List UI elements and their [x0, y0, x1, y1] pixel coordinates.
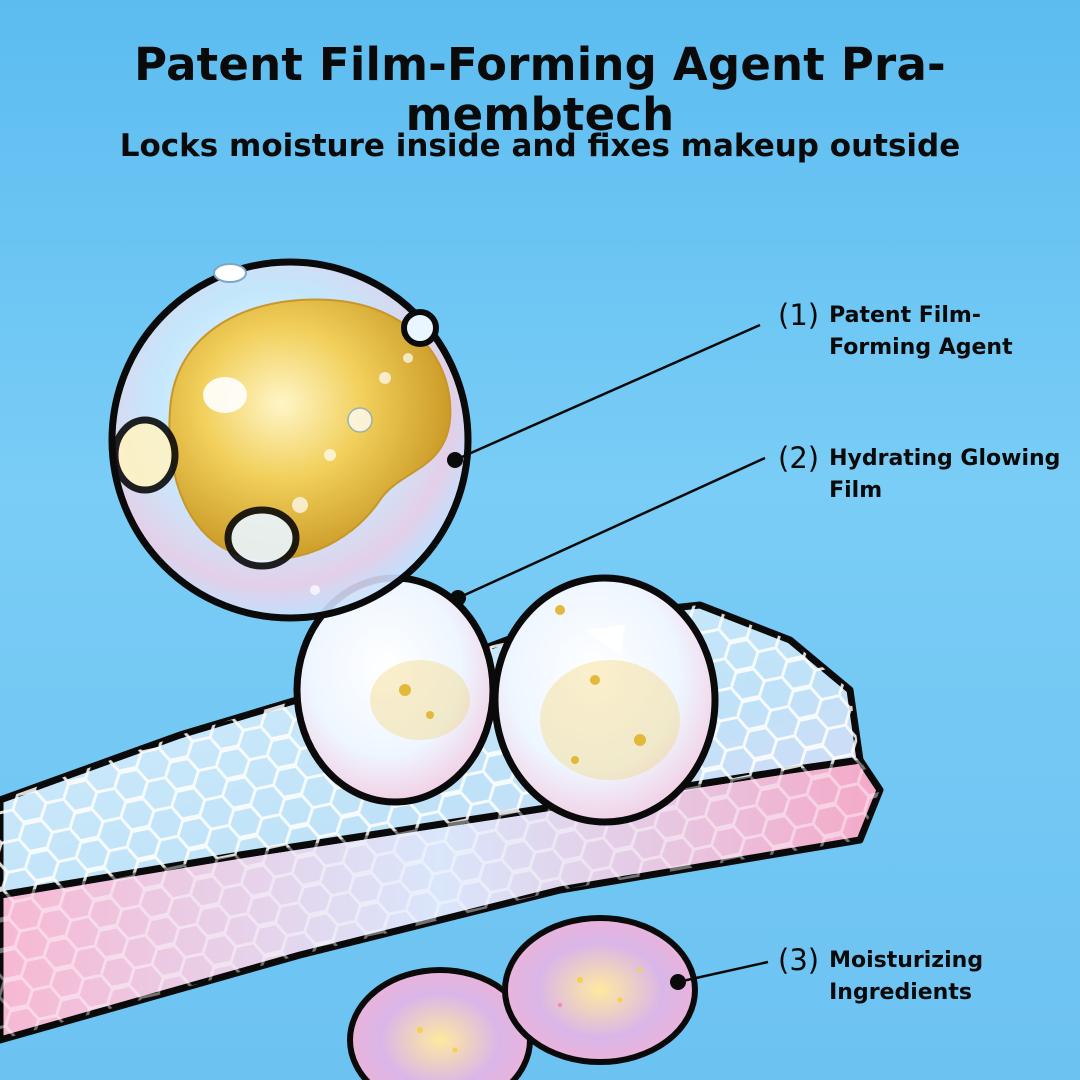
callout-label: Moisturizing Ingredients [829, 945, 1069, 1009]
callout-3-anchor-dot [670, 974, 686, 990]
callout-hydrating-film: (2) Hydrating Glowing Film [778, 443, 1069, 507]
callout-2-anchor-dot [450, 590, 466, 606]
film-forming-agent-bubble [112, 262, 468, 618]
callout-1-anchor-dot [447, 452, 463, 468]
callout-number: (2) [778, 443, 819, 475]
page-title: Patent Film-Forming Agent Pra-membtech [0, 40, 1080, 139]
callout-moisturizing-ingredients: (3) Moisturizing Ingredients [778, 945, 1069, 1009]
callout-film-forming-agent: (1) Patent Film-Forming Agent [778, 300, 1069, 364]
moisturizing-ingredient-bubbles [350, 918, 695, 1080]
callout-number: (3) [778, 945, 819, 977]
callout-label: Patent Film-Forming Agent [829, 300, 1069, 364]
callout-number: (1) [778, 300, 819, 332]
callout-label: Hydrating Glowing Film [829, 443, 1069, 507]
page-subtitle: Locks moisture inside and fixes makeup o… [0, 128, 1080, 165]
